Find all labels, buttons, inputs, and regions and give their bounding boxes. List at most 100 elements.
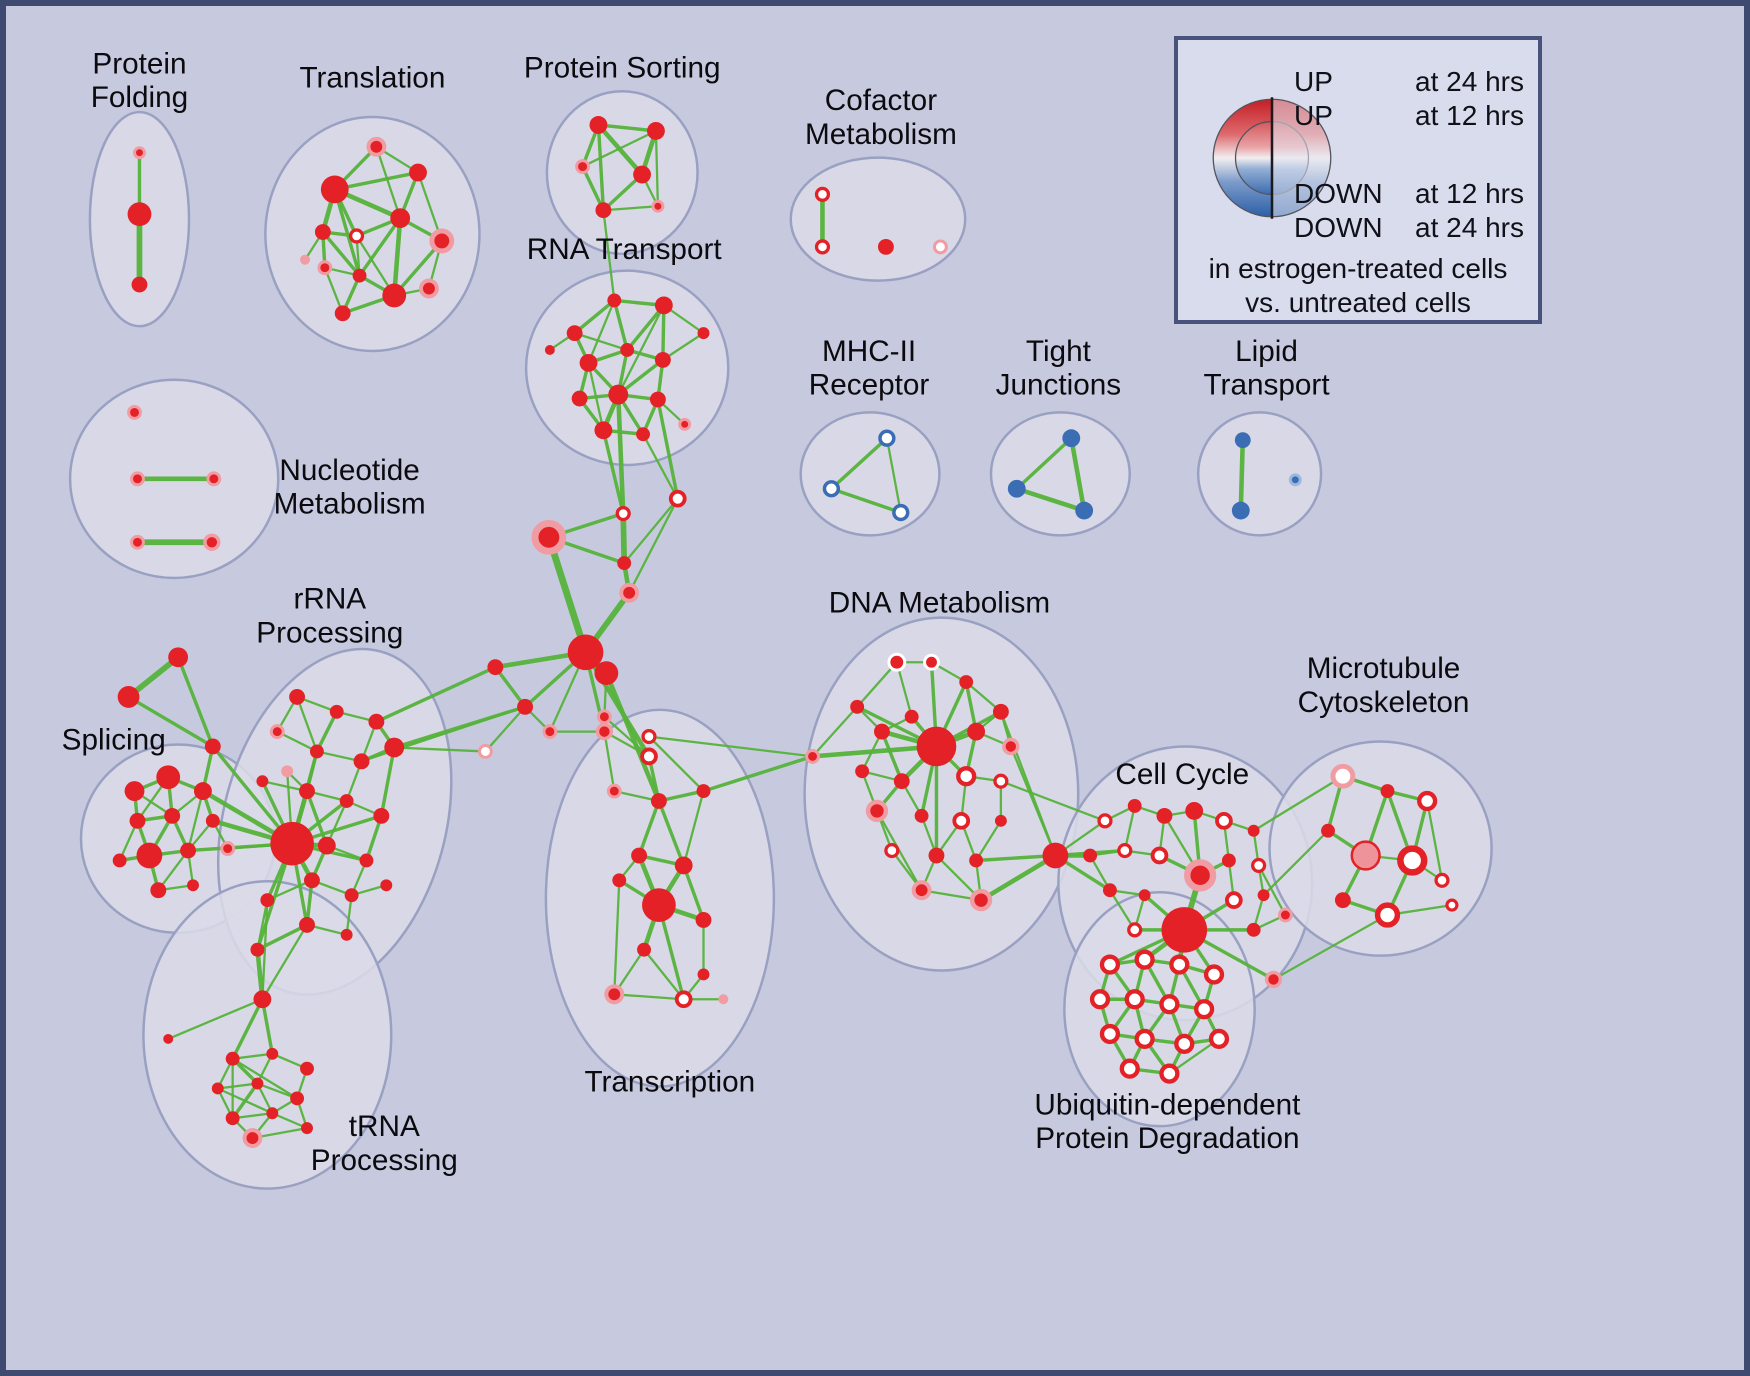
edge-tn7-tn8: [256, 1082, 299, 1100]
node-lt1: [1234, 432, 1251, 449]
node-pf1: [133, 146, 146, 160]
edge-tx7-tx10: [681, 863, 706, 922]
cluster-ubiquitin-degradation: [1063, 890, 1256, 1128]
node-dm14: [865, 799, 889, 823]
edge-dm20-cyl: [974, 853, 1058, 863]
edge-cc8-cc9: [493, 665, 527, 709]
node-cc7: [619, 582, 640, 603]
node-tr11: [334, 305, 351, 322]
node-tr13: [419, 278, 439, 299]
node-dm5: [992, 703, 1009, 720]
node-dm19: [928, 847, 945, 864]
node-tr9: [352, 268, 367, 283]
node-rt10: [649, 391, 666, 408]
node-mc9: [1434, 872, 1450, 888]
node-tx15: [718, 994, 729, 1005]
node-cy12: [1102, 883, 1117, 898]
node-dm16: [952, 811, 971, 830]
node-ps1: [589, 116, 608, 134]
edge-cc5-cc6: [623, 497, 679, 565]
cluster-cofactor-metabolism: [789, 156, 967, 282]
node-cc9: [517, 698, 534, 715]
edge-tx5-tx7: [682, 789, 705, 867]
node-ub6: [1124, 989, 1145, 1010]
node-rr13: [359, 853, 374, 868]
node-osp1: [168, 647, 189, 668]
edge-rr7-rr11: [379, 745, 396, 818]
edge-rt9-cc4: [615, 392, 626, 516]
node-dm15: [914, 808, 929, 823]
node-cy2: [1127, 799, 1142, 813]
edge-cc5-cc7: [628, 497, 679, 594]
node-rr3: [368, 713, 385, 730]
node-ub5: [1089, 989, 1111, 1010]
edge-mh1-mh3: [885, 437, 902, 514]
edge-tn1-tn2: [167, 998, 264, 1041]
node-lt3: [1288, 473, 1302, 487]
edge-dm1-dm2: [856, 661, 898, 708]
edge-cybr-mc8: [1272, 913, 1389, 981]
edge-rt3-rt6: [625, 303, 666, 352]
node-tx1: [595, 722, 614, 741]
node-mc10: [1445, 898, 1459, 912]
node-cy4: [1185, 801, 1204, 820]
legend-direction: DOWN: [1294, 212, 1383, 243]
edge-osp2-osp3: [126, 695, 215, 749]
legend-time: at 24 hrs: [1415, 66, 1524, 97]
node-tr2: [366, 136, 387, 157]
legend-rings-graphic: [1212, 97, 1332, 219]
node-cy14: [1224, 891, 1243, 909]
edge-cc12-tx2: [603, 715, 651, 758]
edge-rt11-cc4: [601, 428, 625, 516]
node-tj1: [1062, 429, 1081, 448]
edge-cc11-cc9: [484, 705, 527, 753]
edge-rt3-rt9: [617, 304, 665, 396]
node-sp9: [150, 882, 167, 899]
node-mh3: [892, 503, 910, 522]
edge-ps3-ps5: [580, 164, 606, 212]
node-rr11: [373, 807, 390, 824]
edge-sp8-sp9: [157, 849, 190, 892]
edge-mc3-mc9: [1426, 799, 1444, 882]
node-dmh: [916, 726, 957, 767]
edge-ps1-ps5: [596, 123, 606, 212]
node-ub14: [1159, 1063, 1180, 1084]
edge-rt3-rt7: [661, 303, 666, 362]
node-rt3: [654, 296, 673, 315]
node-cy6: [1247, 824, 1260, 837]
node-ub7: [1159, 994, 1180, 1015]
edge-ps2-ps3: [581, 129, 658, 168]
node-cc4: [615, 505, 631, 522]
node-cm4: [932, 239, 948, 255]
node-sp11: [112, 853, 127, 868]
node-rrh: [270, 821, 314, 866]
node-tx12: [697, 968, 710, 981]
node-tx14: [674, 990, 693, 1009]
node-rt12: [636, 427, 650, 442]
node-cy15: [1257, 889, 1270, 902]
node-rr5: [309, 744, 324, 759]
node-tx13: [604, 984, 625, 1005]
node-dm13: [993, 773, 1009, 789]
legend-row-down-12: DOWN at 12 hrs: [1294, 178, 1524, 210]
node-dm22: [969, 888, 993, 912]
node-tr10: [382, 283, 407, 308]
edge-tr6-tr9: [357, 216, 402, 278]
cluster-microtubule-cytoskeleton: [1268, 740, 1493, 957]
node-rr21: [281, 765, 294, 778]
edge-tr2-tr6: [375, 145, 402, 220]
edge-osp1-osp3: [176, 655, 215, 749]
node-sp4: [129, 812, 146, 829]
node-ps2: [647, 121, 665, 140]
node-ub3: [1169, 954, 1190, 975]
node-rr8: [256, 775, 269, 788]
legend-time: at 12 hrs: [1415, 100, 1524, 131]
